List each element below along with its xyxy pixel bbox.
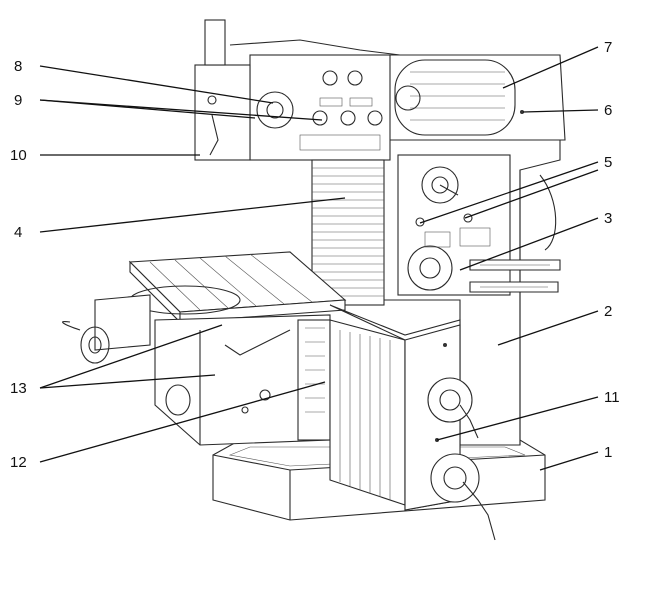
machine-table [128, 251, 347, 324]
machine-bellows [311, 159, 385, 306]
leader-12 [39, 381, 326, 463]
machine-knee-bellows [297, 319, 331, 441]
label-9: 9 [14, 92, 22, 109]
label-11: 11 [604, 389, 620, 406]
label-1: 1 [604, 444, 612, 461]
leader-6 [522, 109, 599, 113]
machine-drawing [62, 19, 566, 541]
leader-8 [39, 65, 274, 104]
label-13: 13 [10, 380, 27, 397]
label-4: 4 [14, 224, 22, 241]
label-7: 7 [604, 39, 612, 56]
leader-5b [464, 169, 599, 219]
leader-9b [39, 99, 323, 121]
label-12: 12 [10, 454, 27, 471]
label-6: 6 [604, 102, 612, 119]
label-5: 5 [604, 154, 612, 171]
leader-1 [539, 451, 599, 471]
leader-4 [39, 197, 346, 233]
machine-screw-bellows [329, 319, 406, 506]
callout-numbers: 1 2 3 4 5 6 7 8 9 10 11 12 13 [10, 39, 620, 471]
machine-table-drive [62, 294, 151, 364]
machine-knee [154, 314, 331, 446]
leader-lines [39, 46, 599, 471]
leader-13b [39, 374, 216, 389]
leader-13a [39, 324, 223, 389]
leader-11 [436, 396, 599, 441]
leader-5a [419, 161, 599, 224]
machine-control-head [194, 19, 401, 161]
label-3: 3 [604, 210, 612, 227]
leader-2 [497, 310, 599, 346]
label-2: 2 [604, 303, 612, 320]
machine-column [379, 134, 561, 446]
machine-overarm [384, 54, 566, 141]
label-8: 8 [14, 58, 22, 75]
label-10: 10 [10, 147, 27, 164]
machine-knee-housing [329, 304, 496, 541]
leader-3 [459, 217, 599, 271]
leader-7 [502, 46, 599, 89]
